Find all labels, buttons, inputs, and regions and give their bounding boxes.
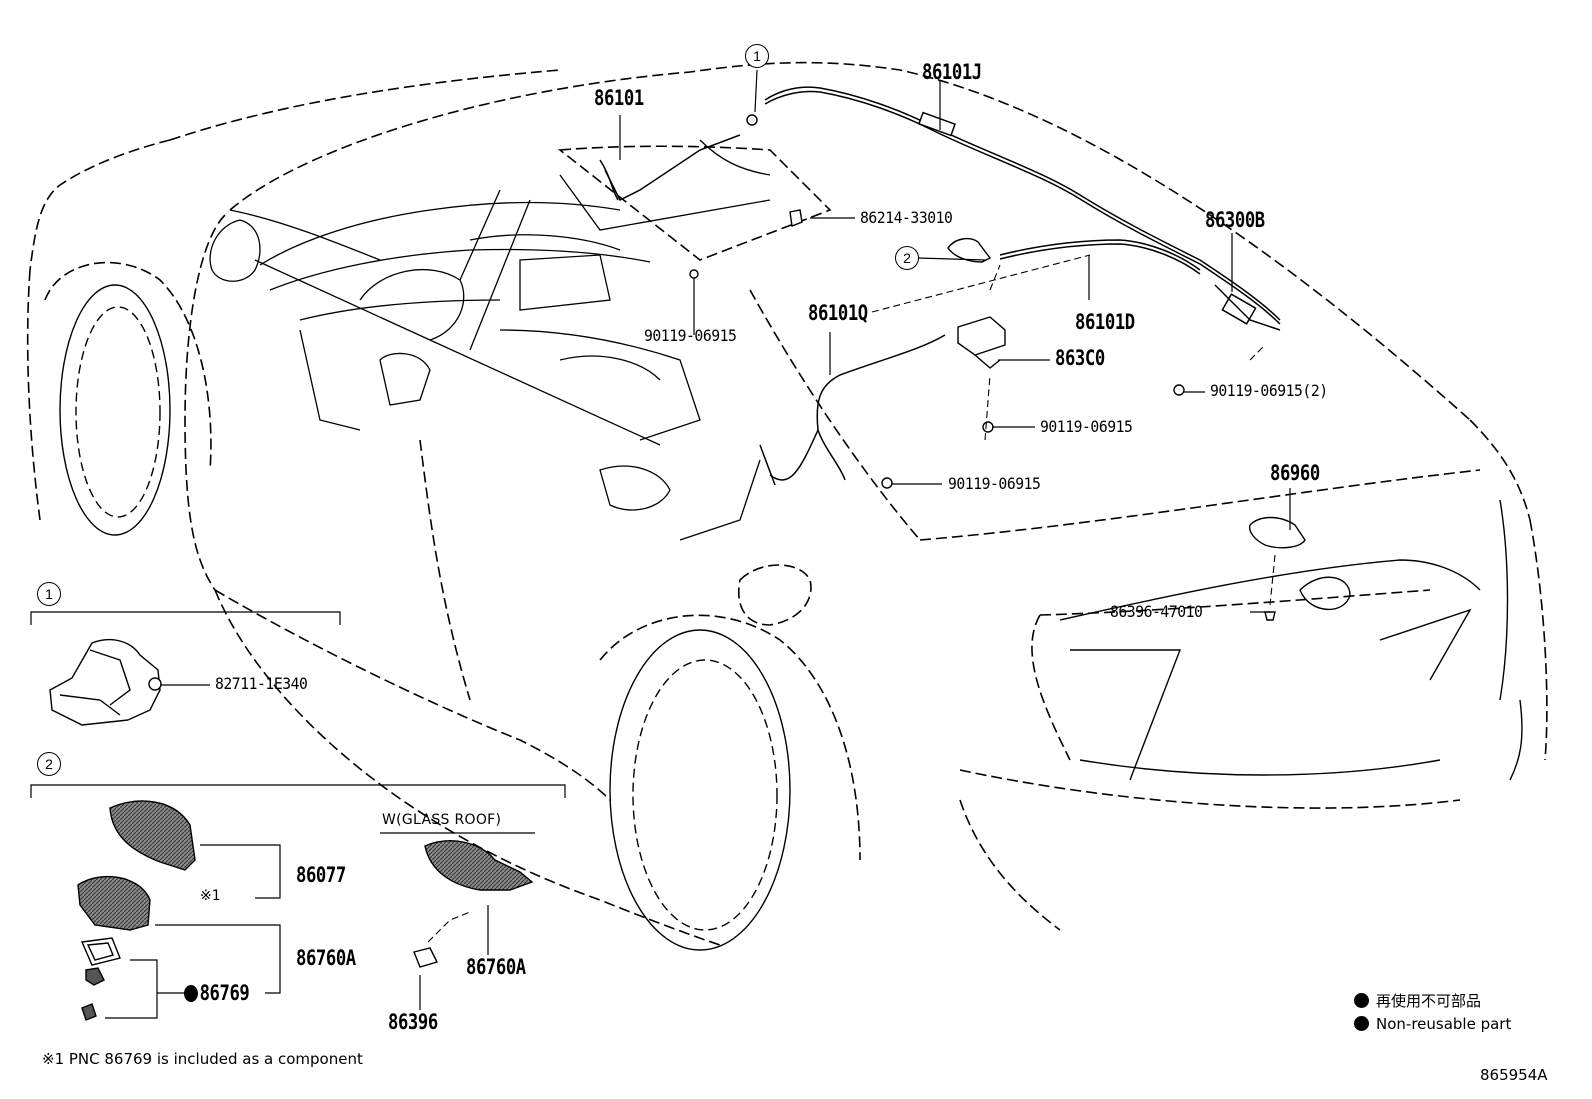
car-body-outline xyxy=(26,61,1548,946)
inset1-marker: 1 xyxy=(37,582,61,606)
mounted-parts xyxy=(689,114,1306,621)
wheels xyxy=(59,284,791,951)
part-86101Q: 86101Q xyxy=(808,301,868,325)
rear-lamps xyxy=(1059,499,1523,781)
footnote: ※1 PNC 86769 is included as a component xyxy=(42,1050,363,1068)
legend-jp-text: 再使用不可部品 xyxy=(1376,992,1482,1010)
non-reusable-dot-icon xyxy=(184,985,198,1002)
part-86760A-left: 86760A xyxy=(296,946,356,970)
part-86396-47010: 86396-47010 xyxy=(1110,602,1203,621)
inset-frames xyxy=(30,611,566,1019)
part-90119-06915-2: 90119-06915(2) xyxy=(1210,381,1328,400)
part-86769: 86769 xyxy=(184,981,250,1005)
legend-dot-icon xyxy=(1354,993,1369,1008)
legend-jp: 再使用不可部品 xyxy=(1354,990,1481,1011)
part-90119-06915-a: 90119-06915 xyxy=(644,326,737,345)
part-86101: 86101 xyxy=(594,86,644,110)
part-86396: 86396 xyxy=(388,1010,438,1034)
legend-en: Non-reusable part xyxy=(1354,1015,1511,1033)
part-863C0: 863C0 xyxy=(1055,346,1105,370)
inset1-part xyxy=(49,639,162,726)
part-86300B: 86300B xyxy=(1205,208,1265,232)
inset2-marker: 2 xyxy=(37,752,61,776)
part-82711-1E340: 82711-1E340 xyxy=(215,674,308,693)
part-86101D: 86101D xyxy=(1075,310,1135,334)
callout-1: 1 xyxy=(745,44,769,68)
inset2-parts xyxy=(77,800,534,1021)
note-ref-1: ※1 xyxy=(200,888,221,904)
part-86101J: 86101J xyxy=(922,60,982,84)
part-86214-33010: 86214-33010 xyxy=(860,208,953,227)
part-86077: 86077 xyxy=(296,863,346,887)
glass-roof-label: W(GLASS ROOF) xyxy=(382,812,502,828)
part-90119-06915-c: 90119-06915 xyxy=(948,474,1041,493)
cabin-interior xyxy=(209,139,771,541)
antenna-harness xyxy=(599,86,1281,486)
part-86760A-right: 86760A xyxy=(466,955,526,979)
part-86960: 86960 xyxy=(1270,461,1320,485)
part-90119-06915-b: 90119-06915 xyxy=(1040,417,1133,436)
part-86769-text: 86769 xyxy=(199,981,250,1005)
callout-2: 2 xyxy=(895,246,919,270)
leader-lines xyxy=(619,69,1291,613)
legend-en-text: Non-reusable part xyxy=(1376,1015,1512,1033)
diagram-id: 865954A xyxy=(1480,1066,1548,1084)
legend-dot-icon-2 xyxy=(1354,1016,1369,1031)
